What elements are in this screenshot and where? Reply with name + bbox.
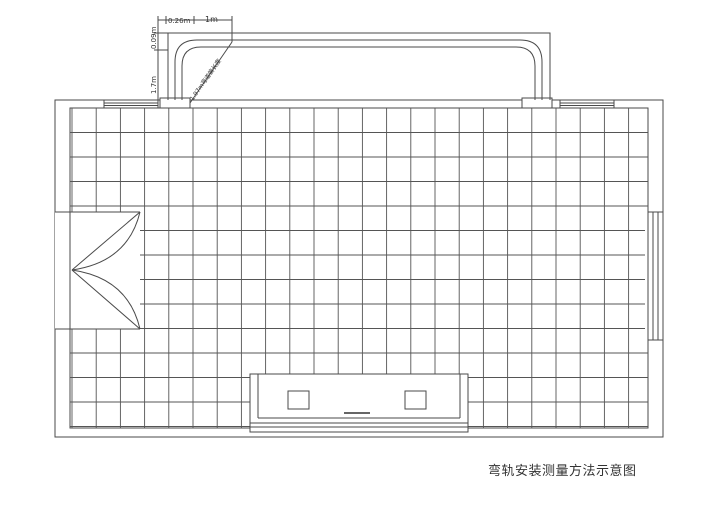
- dim-label-diagonal: 1.97m弯道偏长度: [188, 57, 223, 102]
- top-right-window: [559, 99, 615, 109]
- dim-label-1-7m: 1.7m: [150, 76, 158, 94]
- top-left-window: [103, 99, 159, 109]
- dim-label-0-26m: 0.26m: [168, 17, 191, 25]
- diagram-caption: 弯轨安装测量方法示意图: [488, 464, 637, 479]
- dimension-annotations: 0.26m 1m 0.09m 1.7m 1.97m弯道偏长度: [150, 15, 233, 104]
- right-window: [645, 211, 664, 341]
- speaker-left: [287, 390, 310, 410]
- curved-rail: [159, 32, 553, 109]
- dim-label-1m: 1m: [205, 15, 218, 24]
- speaker-right: [404, 390, 427, 410]
- dim-label-0-09m: 0.09m: [150, 26, 158, 49]
- double-door: [55, 211, 141, 330]
- bottom-platform: [249, 373, 469, 433]
